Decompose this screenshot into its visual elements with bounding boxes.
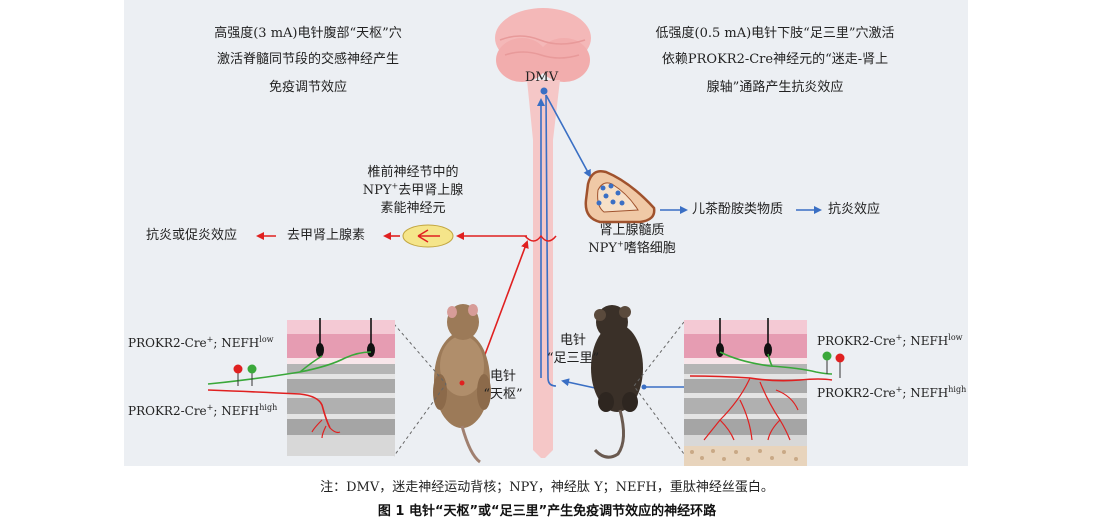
brain-shape [495,8,591,82]
left-summary-line2: 激活脊髓同节段的交感神经产生 [216,52,399,67]
left-low-sup2: low [259,335,274,344]
right-low-middle: ; NEFH [902,334,949,348]
mouse-right [591,305,643,459]
right-summary-line2: 依赖PROKR2-Cre神经元的“迷走-肾上 [661,52,889,67]
ea-tianshu-label: 电针 “天枢” [478,368,528,404]
adrenal-line2: NPY+嗜铬细胞 [562,240,702,258]
spinal-cord [527,80,560,458]
right-effect-label: 抗炎效应 [828,202,881,217]
ea-zusanli-line2: “足三里” [546,351,600,366]
right-high-sup1: + [895,385,903,394]
left-high-label: PROKR2-Cre+; NEFHhigh [128,402,277,420]
blue-dmv-adrenal-path [545,94,591,178]
ganglion-line2: NPY+去甲肾上腺 [348,182,478,200]
right-high-prefix: PROKR2-Cre [817,386,896,400]
left-low-sup1: + [206,335,214,344]
ea-zusanli-line1: 电针 [559,333,586,348]
left-low-middle: ; NEFH [213,336,260,350]
adrenal-label: 肾上腺髓质 NPY+嗜铬细胞 [562,222,702,258]
catecholamine-label: 儿茶酚胺类物质 [692,202,784,217]
adrenal-sup: + [617,239,624,249]
ea-zusanli-label: 电针 “足三里” [538,332,608,368]
skin-section-right [684,318,845,466]
right-summary-line3: 腺轴”通路产生抗炎效应 [706,80,844,95]
figure-footnote: 注：DMV，迷走神经运动背核；NPY，神经肽 Y；NEFH，重肽神经丝蛋白。 [320,480,774,495]
right-summary: 低强度(0.5 mA)电针下肢“足三里”穴激活 依赖PROKR2-Cre神经元的… [640,22,910,102]
left-effect-label: 抗炎或促炎效应 [146,228,238,243]
left-summary: 高强度(3 mA)电针腹部“天枢”穴 激活脊髓同节段的交感神经产生 免疫调节效应 [188,22,428,102]
adrenal-suffix: 嗜铬细胞 [623,241,676,256]
ganglion-sup: + [391,181,399,191]
right-low-sup1: + [895,333,903,342]
ganglion-suffix: 去甲肾上腺 [398,183,464,198]
adrenal-line1: 肾上腺髓质 [599,223,665,238]
ganglion-npy: NPY [362,183,392,198]
dmv-label: DMV [525,70,559,85]
neural-circuit-diagram [207,8,845,466]
dmv-dot [540,87,548,95]
left-summary-line3: 免疫调节效应 [268,80,347,95]
right-summary-line1: 低强度(0.5 mA)电针下肢“足三里”穴激活 [655,26,895,41]
figure-caption: 图 1 电针“天枢”或“足三里”产生免疫调节效应的神经环路 [377,504,717,519]
left-high-sup2: high [259,403,278,412]
right-high-sup2: high [948,385,967,394]
right-low-label: PROKR2-Cre+; NEFHlow [817,332,963,350]
left-high-sup1: + [206,403,214,412]
right-low-prefix: PROKR2-Cre [817,334,896,348]
adrenal-npy: NPY [588,241,617,256]
right-low-sup2: low [948,333,963,342]
skin-section-left [207,318,395,456]
ganglion-line1: 椎前神经节中的 [367,165,459,180]
norepinephrine-label: 去甲肾上腺素 [287,228,366,243]
left-high-middle: ; NEFH [213,404,260,418]
left-high-prefix: PROKR2-Cre [128,404,207,418]
left-summary-line1: 高强度(3 mA)电针腹部“天枢”穴 [214,26,402,41]
adrenal-gland [584,170,656,224]
ganglion-line3: 素能神经元 [380,201,446,216]
ganglion-label: 椎前神经节中的 NPY+去甲肾上腺 素能神经元 [348,164,478,218]
right-high-middle: ; NEFH [902,386,949,400]
ea-tianshu-line1: 电针 [489,369,516,384]
blue-zusanli-path [561,378,596,389]
mouse-left [433,304,491,464]
right-high-label: PROKR2-Cre+; NEFHhigh [817,384,966,402]
left-low-prefix: PROKR2-Cre [128,336,207,350]
left-low-label: PROKR2-Cre+; NEFHlow [128,334,274,352]
ea-tianshu-line2: “天枢” [483,387,523,402]
